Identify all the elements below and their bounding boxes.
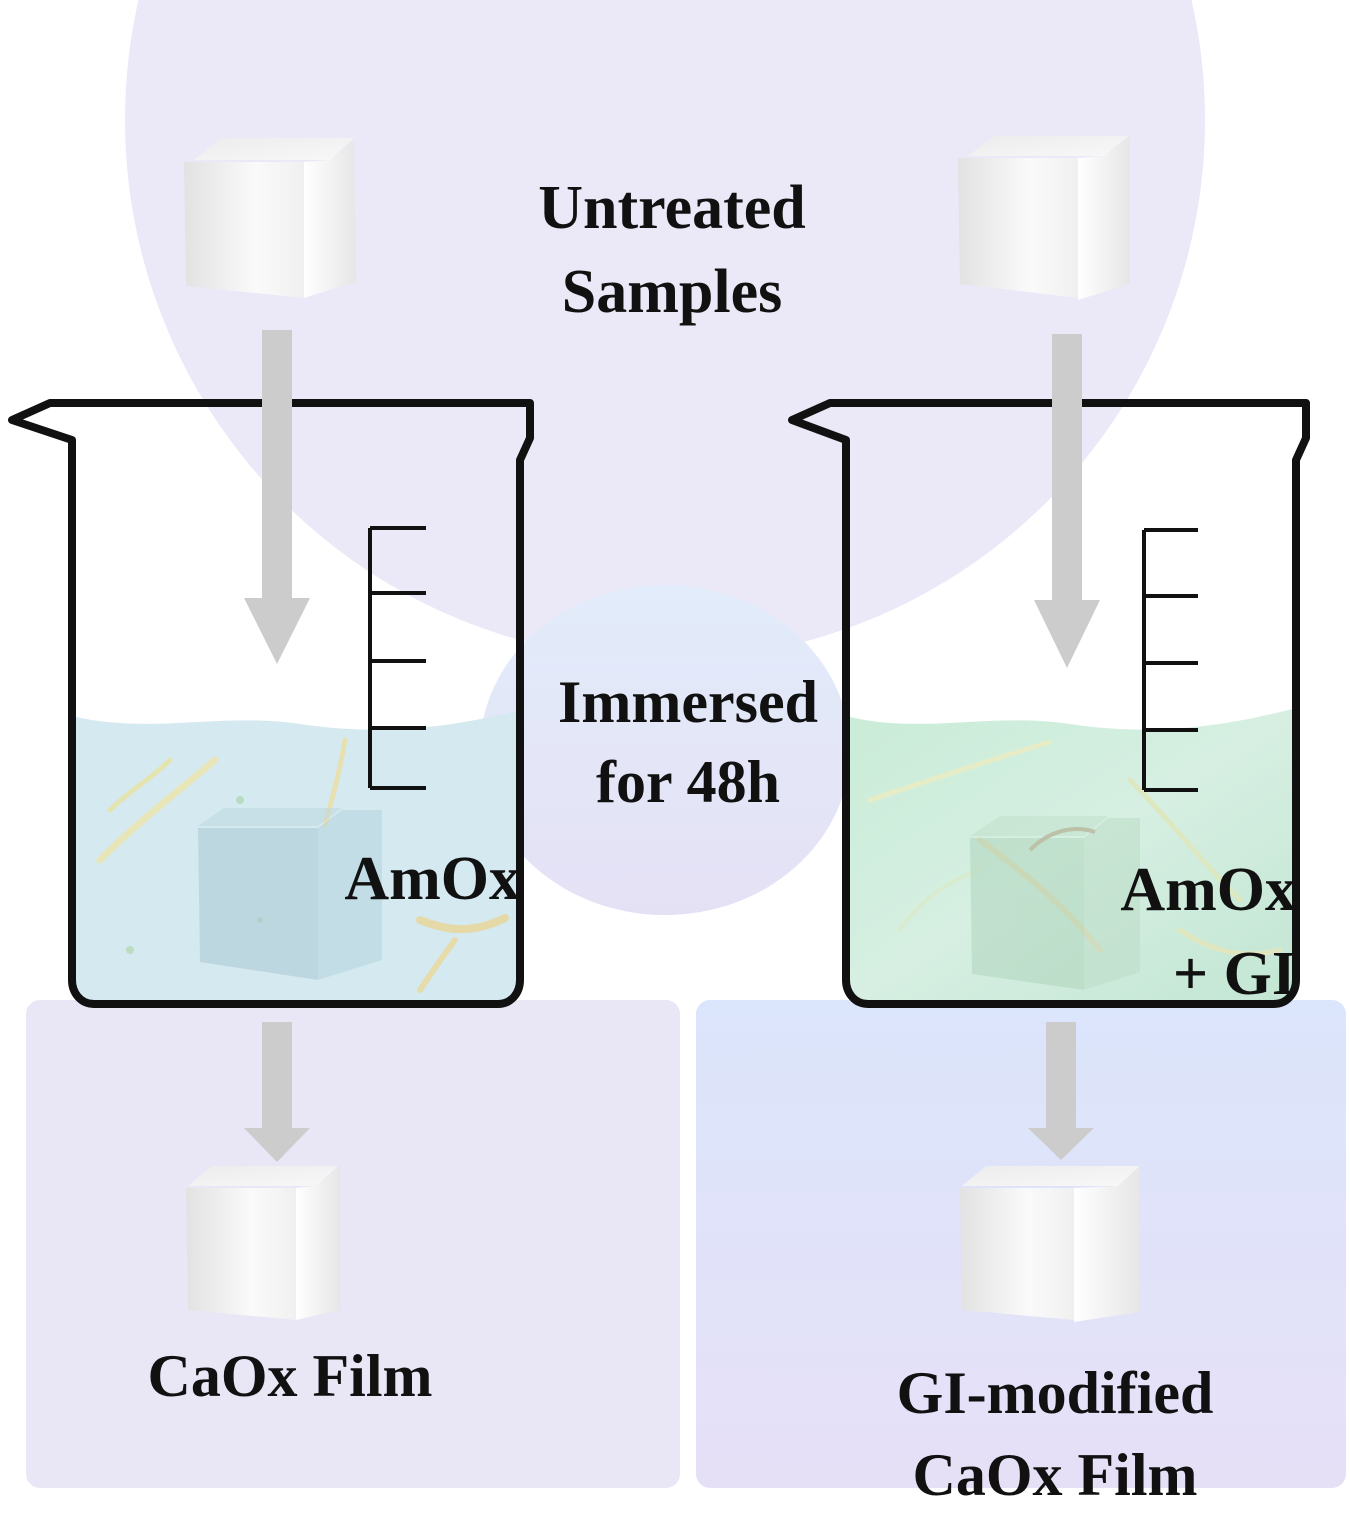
- gi-modified-caox-film-cube: [960, 1166, 1140, 1322]
- gi-film-label-line2: CaOx Film: [912, 1442, 1198, 1508]
- untreated-label-line1: Untreated: [538, 174, 806, 242]
- immersion-label-line2: for 48h: [596, 749, 780, 815]
- beaker-right: [788, 399, 1310, 1008]
- down-arrow-right-bottom: [1028, 1022, 1094, 1160]
- submerged-cube-left: [198, 808, 382, 980]
- gi-modified-caox-film-label: GI-modified CaOx Film: [850, 1352, 1260, 1516]
- down-arrow-right-top: [1034, 334, 1100, 668]
- immersion-label-line1: Immersed: [558, 669, 818, 735]
- amox-solution-label: AmOx: [344, 845, 520, 913]
- graduation-scale-right: [1142, 528, 1198, 792]
- untreated-cube-right: [958, 136, 1130, 300]
- immersion-label: Immersed for 48h: [528, 662, 848, 822]
- down-arrow-left-bottom: [244, 1022, 310, 1162]
- untreated-cube-left: [184, 138, 356, 298]
- beaker-left: [8, 399, 534, 1008]
- caox-film-label: CaOx Film: [147, 1343, 433, 1409]
- amox-gi-label-line1: AmOx: [1120, 856, 1296, 924]
- gi-film-label-line1: GI-modified: [896, 1360, 1214, 1426]
- left-result-panel: [26, 1000, 680, 1488]
- amox-gi-label-line2: + GI: [1172, 940, 1296, 1008]
- graduation-scale-left: [368, 526, 426, 790]
- untreated-label-line2: Samples: [561, 258, 783, 326]
- amox-gi-solution-label: AmOx + GI: [1070, 848, 1296, 1016]
- untreated-samples-label: Untreated Samples: [492, 166, 852, 334]
- submerged-cube-right: [970, 816, 1140, 990]
- untreated-samples-circle: [125, 0, 1205, 660]
- caox-film-cube: [186, 1166, 340, 1320]
- down-arrow-left-top: [244, 330, 310, 664]
- immersion-ellipse: [480, 585, 850, 915]
